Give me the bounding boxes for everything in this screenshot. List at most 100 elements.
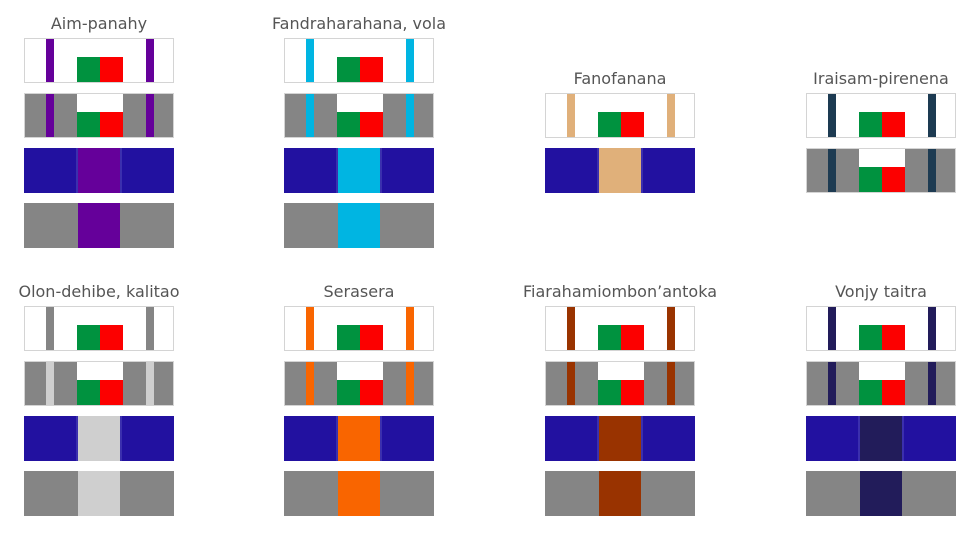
- ribbon-edge-left: [336, 148, 338, 193]
- flag-red: [360, 325, 383, 350]
- ribbon-edge-left: [858, 416, 860, 461]
- flag-green: [337, 325, 360, 350]
- ribbon-stripe-left: [46, 307, 54, 350]
- ribbon-stripes: [545, 306, 695, 351]
- ribbon-stripe-right: [146, 94, 154, 137]
- flag-mark: [337, 57, 383, 82]
- ribbon-center: [860, 416, 904, 461]
- ribbon-center: [78, 203, 120, 248]
- flag-mark: [859, 325, 905, 350]
- ribbon-stripes: [545, 361, 695, 406]
- ribbon-edge-right: [641, 416, 643, 461]
- ribbon-navy: [24, 148, 174, 193]
- ribbon-center: [338, 416, 382, 461]
- flag-red: [100, 57, 123, 82]
- flag-mark: [859, 167, 905, 192]
- ribbon-edge-left: [336, 416, 338, 461]
- flag-green: [859, 380, 882, 405]
- ribbon-navy: [545, 148, 695, 193]
- flag-red: [621, 325, 644, 350]
- ribbon-stripes: [806, 361, 956, 406]
- ribbon-gray: [24, 471, 174, 516]
- ribbon-center: [78, 416, 122, 461]
- ribbon-edge-right: [902, 416, 904, 461]
- ribbon-stripe-left: [828, 307, 836, 350]
- ribbon-edge-right: [641, 148, 643, 193]
- ribbon-stripe-left: [828, 362, 836, 405]
- flag-green: [77, 57, 100, 82]
- flag-red: [882, 380, 905, 405]
- ribbon-stripe-right: [406, 307, 414, 350]
- ribbon-gray: [284, 471, 434, 516]
- ribbon-stripe-left: [306, 307, 314, 350]
- ribbon-stripe-left: [828, 94, 836, 137]
- flag-red: [882, 325, 905, 350]
- ribbon-center: [78, 148, 122, 193]
- ribbon-gray: [545, 471, 695, 516]
- flag-green: [337, 380, 360, 405]
- ribbon-stripe-right: [928, 94, 936, 137]
- ribbon-gray: [806, 471, 956, 516]
- flag-mark: [77, 325, 123, 350]
- ribbon-stripe-right: [928, 307, 936, 350]
- ribbon-stripe-left: [306, 94, 314, 137]
- flag-green: [77, 325, 100, 350]
- flag-red: [360, 57, 383, 82]
- ribbon-center: [599, 148, 643, 193]
- flag-red: [360, 112, 383, 137]
- group-title: Vonjy taitra: [835, 282, 927, 301]
- ribbon-stripe-right: [928, 362, 936, 405]
- flag-red: [100, 112, 123, 137]
- ribbon-stripe-right: [667, 307, 675, 350]
- ribbon-stripes: [806, 93, 956, 138]
- ribbon-center: [338, 471, 380, 516]
- ribbon-navy: [545, 416, 695, 461]
- ribbon-stripes: [806, 148, 956, 193]
- ribbon-stripes: [545, 93, 695, 138]
- flag-mark: [598, 325, 644, 350]
- ribbon-stripe-left: [567, 362, 575, 405]
- flag-mark: [77, 57, 123, 82]
- flag-green: [77, 380, 100, 405]
- ribbon-center: [338, 148, 382, 193]
- ribbon-stripes: [284, 361, 434, 406]
- ribbon-stripe-right: [928, 149, 936, 192]
- flag-green: [337, 112, 360, 137]
- ribbon-stripe-left: [46, 39, 54, 82]
- flag-mark: [598, 380, 644, 405]
- flag-red: [100, 325, 123, 350]
- ribbon-edge-right: [380, 148, 382, 193]
- ribbon-edge-left: [76, 416, 78, 461]
- ribbon-stripes: [24, 306, 174, 351]
- ribbon-edge-left: [597, 148, 599, 193]
- ribbon-gray: [284, 203, 434, 248]
- ribbon-center: [78, 471, 120, 516]
- flag-mark: [337, 380, 383, 405]
- ribbon-stripe-left: [828, 149, 836, 192]
- ribbon-stripe-right: [667, 94, 675, 137]
- ribbon-stripe-left: [567, 94, 575, 137]
- ribbon-edge-left: [76, 148, 78, 193]
- flag-mark: [337, 112, 383, 137]
- flag-red: [621, 380, 644, 405]
- ribbon-navy: [284, 416, 434, 461]
- ribbon-navy: [806, 416, 956, 461]
- group-title: Fanofanana: [573, 69, 667, 88]
- ribbon-center: [860, 471, 902, 516]
- ribbon-center: [599, 471, 641, 516]
- flag-mark: [337, 325, 383, 350]
- ribbon-stripe-left: [306, 39, 314, 82]
- ribbon-stripe-right: [146, 307, 154, 350]
- flag-red: [882, 167, 905, 192]
- flag-green: [598, 112, 621, 137]
- flag-mark: [77, 380, 123, 405]
- ribbon-edge-right: [120, 148, 122, 193]
- ribbon-stripes: [284, 93, 434, 138]
- flag-green: [859, 167, 882, 192]
- flag-red: [100, 380, 123, 405]
- ribbon-navy: [284, 148, 434, 193]
- ribbon-stripes: [284, 306, 434, 351]
- ribbon-center: [599, 416, 643, 461]
- ribbon-stripes: [806, 306, 956, 351]
- flag-green: [77, 112, 100, 137]
